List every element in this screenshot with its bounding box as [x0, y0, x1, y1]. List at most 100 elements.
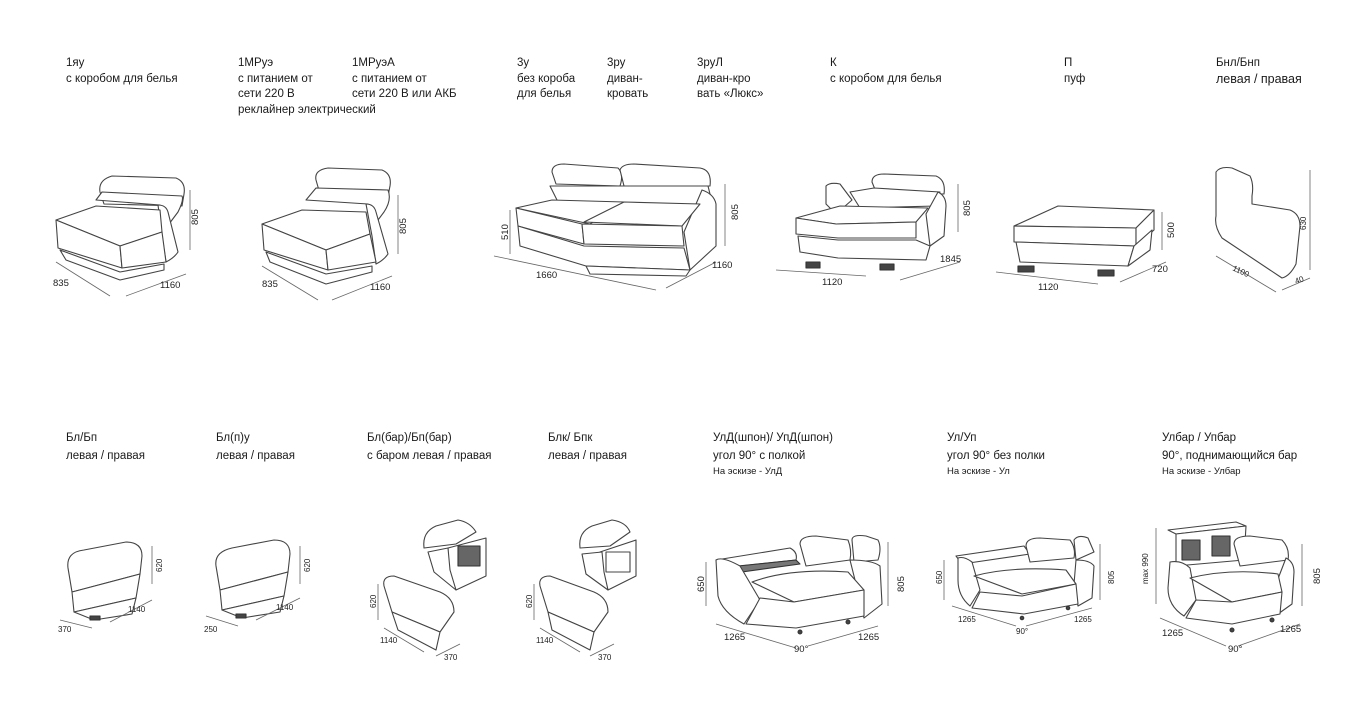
dim-p-width: 1120: [1038, 282, 1058, 293]
dim-1mr-width: 1160: [370, 282, 390, 293]
dim-blk-depth: 370: [598, 653, 612, 662]
dim-1mr-depth: 835: [262, 279, 278, 290]
dim-ul-height: 805: [1107, 570, 1116, 584]
caption-1mruea: 1МРуэА с питанием от сети 220 В или АКБ: [352, 56, 457, 103]
dim-ul-angle: 90°: [1016, 627, 1028, 636]
caption-blpu: Бл(п)у левая / правая: [216, 429, 295, 465]
dim-ul-b: 1265: [1074, 615, 1092, 624]
caption-3rul: 3руЛ диван-кро вать «Люкс»: [697, 56, 763, 103]
drawing-ulbar: max 990 805 1265 1265 90°: [1141, 521, 1323, 655]
caption-1mruea-code: 1МРуэА: [352, 57, 395, 69]
dim-ulbar-b: 1265: [1280, 624, 1301, 635]
caption-bl: Бл/Бп левая / правая: [66, 429, 145, 465]
drawing-bnl: 630 1100 40: [1215, 166, 1311, 293]
dim-1yu-height: 805: [190, 209, 201, 225]
drawing-ul: 650 805 1265 1265 90°: [935, 535, 1116, 636]
dim-p-height: 500: [1166, 222, 1177, 238]
caption-ulbar-note: На эскизе - Улбар: [1162, 466, 1241, 477]
dim-ul-seat: 650: [935, 570, 944, 584]
caption-bl-desc: левая / правая: [66, 450, 145, 462]
caption-1mrue-line2: сети 220 В: [238, 88, 295, 100]
dim-uld-seat: 650: [696, 576, 707, 592]
caption-1yu-desc: с коробом для белья: [66, 72, 178, 85]
caption-p-code: П: [1064, 57, 1073, 69]
drawing-uld: 650 805 1265 1265 90°: [696, 534, 907, 655]
caption-blbar-desc: с баром левая / правая: [367, 450, 492, 462]
drawing-k: 805 1120 1845: [775, 173, 973, 288]
dim-3u-depth: 1160: [712, 260, 732, 271]
caption-ul-note: На эскизе - Ул: [947, 466, 1010, 477]
caption-1mrue: 1МРуэ с питанием от сети 220 В реклайнер…: [238, 56, 376, 118]
dim-3u-seat: 510: [500, 224, 511, 240]
dim-bl-width: 1140: [128, 605, 146, 614]
caption-bnl: Бнл/Бнп левая / правая: [1216, 56, 1302, 87]
caption-uld-code: УлД(шпон)/ УпД(шпон): [713, 432, 833, 444]
dim-bnl-height: 630: [1299, 216, 1308, 230]
dim-ulbar-angle: 90°: [1228, 644, 1243, 655]
dim-bnl-width: 1100: [1231, 264, 1251, 280]
caption-3rul-code: 3руЛ: [697, 57, 723, 69]
caption-blpu-desc: левая / правая: [216, 450, 295, 462]
caption-ul-desc: угол 90° без полки: [947, 450, 1045, 462]
caption-ul: Ул/Уп угол 90° без полки На эскизе - Ул: [947, 429, 1045, 479]
drawing-1yu: 805 835 1160: [53, 175, 201, 297]
caption-blk-desc: левая / правая: [548, 450, 627, 462]
drawing-p: 500 1120 720: [995, 205, 1177, 293]
caption-ulbar: Улбар / Упбар 90°, поднимающийся бар На …: [1162, 429, 1297, 479]
caption-1mruea-line1: с питанием от: [352, 72, 427, 85]
dim-ulbar-height: 805: [1312, 568, 1323, 584]
caption-bnl-desc: левая / правая: [1216, 71, 1302, 86]
dim-k-height: 805: [962, 200, 973, 216]
caption-k-desc: с коробом для белья: [830, 72, 942, 85]
caption-k: К с коробом для белья: [830, 56, 942, 87]
dim-blbar-width: 1140: [380, 636, 398, 645]
dim-blbar-height: 620: [369, 594, 378, 608]
caption-p: П пуф: [1064, 56, 1085, 87]
caption-blpu-code: Бл(п)у: [216, 432, 250, 444]
dim-3u-width: 1660: [536, 270, 557, 281]
drawing-1mrue: 805 835 1160: [261, 167, 409, 301]
caption-bnl-code: Бнл/Бнп: [1216, 57, 1260, 69]
caption-3u-line2: для белья: [517, 88, 572, 100]
caption-3ru-code: 3ру: [607, 57, 626, 69]
caption-p-desc: пуф: [1064, 72, 1086, 85]
caption-uld-desc: угол 90° с полкой: [713, 450, 806, 462]
dim-k-width: 1120: [822, 277, 842, 288]
dim-bl-depth: 370: [58, 625, 72, 634]
caption-1yu: 1яу с коробом для белья: [66, 56, 178, 87]
caption-blbar-code: Бл(бар)/Бп(бар): [367, 432, 452, 444]
caption-3u: 3у без короба для белья: [517, 56, 575, 103]
dim-ulbar-seat: max 990: [1141, 553, 1150, 584]
dim-uld-angle: 90°: [794, 644, 809, 655]
caption-3rul-line1: диван-кро: [697, 72, 751, 85]
dim-blpu-height: 620: [303, 558, 312, 572]
caption-3u-code: 3у: [517, 57, 530, 69]
dim-blbar-depth: 370: [444, 653, 458, 662]
dim-bnl-depth: 40: [1294, 274, 1306, 286]
caption-3ru-line2: кровать: [607, 88, 649, 100]
caption-1mrue-code: 1МРуэ: [238, 57, 274, 69]
caption-ul-code: Ул/Уп: [947, 432, 977, 444]
caption-blk: Блк/ Бпк левая / правая: [548, 429, 627, 465]
caption-uld-note: На эскизе - УлД: [713, 466, 783, 477]
dim-blpu-depth: 250: [204, 625, 218, 634]
dim-k-depth: 1845: [940, 254, 961, 265]
caption-uld: УлД(шпон)/ УпД(шпон) угол 90° с полкой Н…: [713, 429, 833, 479]
caption-ulbar-desc: 90°, поднимающийся бар: [1162, 450, 1298, 462]
drawing-blbar: 620 1140 370: [369, 519, 487, 662]
drawing-bl: 620 370 1140: [58, 541, 164, 634]
caption-1yu-code: 1яу: [66, 57, 85, 69]
dim-p-depth: 720: [1152, 264, 1168, 275]
caption-bl-code: Бл/Бп: [66, 432, 98, 444]
dim-ulbar-a: 1265: [1162, 628, 1183, 639]
caption-k-code: К: [830, 57, 837, 69]
dim-3u-height: 805: [730, 204, 741, 220]
dim-blpu-width: 1140: [276, 603, 294, 612]
drawing-3u: 805 510 1660 1160: [493, 163, 741, 291]
dim-blk-width: 1140: [536, 636, 554, 645]
dim-ul-a: 1265: [958, 615, 976, 624]
caption-3rul-line2: вать «Люкс»: [697, 88, 764, 100]
dim-1yu-width: 1160: [160, 280, 180, 291]
drawing-blpu: 620 250 1140: [204, 539, 312, 634]
